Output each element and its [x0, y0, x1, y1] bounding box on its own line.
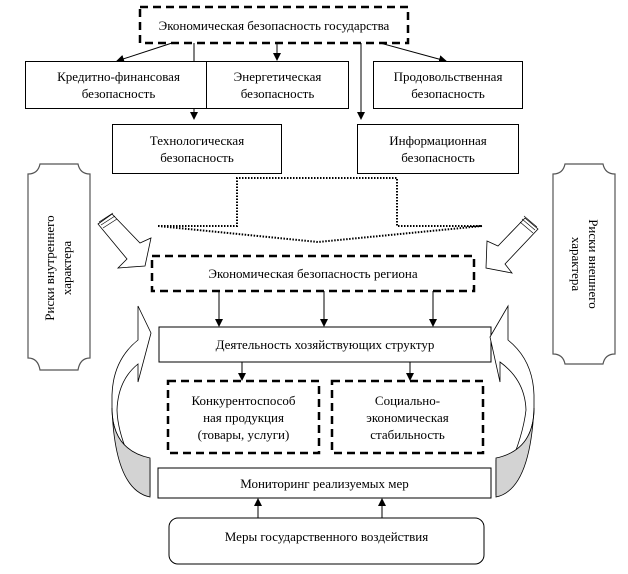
state-security-title: Экономическая безопасность государства — [158, 17, 390, 33]
internal-risks-line1: Риски внутреннего — [42, 215, 57, 321]
energy-security-box: Энергетическая безопасность — [206, 61, 349, 109]
external-risks-line2: характера — [569, 236, 584, 292]
external-risks-line1: Риски внешнего — [586, 219, 601, 309]
energy-label-line1: Энергетическая — [233, 69, 322, 84]
arrow-state-to-food — [379, 42, 447, 64]
information-security-box: Информационная безопасность — [357, 124, 519, 174]
stability-label-line2: экономическая — [366, 409, 449, 425]
product-label-line1: Конкурентоспособ — [191, 392, 296, 408]
external-risks-label: Риски внешнего характера — [566, 172, 602, 356]
internal-risks-line2: характера — [59, 240, 74, 296]
measures-box — [168, 517, 485, 565]
product-label-line2: ная продукция — [203, 409, 284, 425]
external-risks-scroll — [552, 163, 616, 365]
information-label-line1: Информационная — [389, 133, 487, 148]
internal-risks-label: Риски внутреннего характера — [41, 176, 77, 360]
technological-label-line2: безопасность — [160, 150, 234, 165]
product-box — [166, 379, 321, 455]
measures-title: Меры государственного воздействия — [224, 528, 429, 544]
technological-label-line1: Технологическая — [149, 133, 245, 148]
region-security-title: Экономическая безопасность региона — [208, 266, 418, 281]
internal-risks-scroll — [27, 163, 91, 371]
information-label-line2: безопасность — [401, 150, 475, 165]
stability-label-line3: стабильность — [370, 426, 445, 442]
state-security-box — [138, 5, 410, 45]
left-feedback-loop — [111, 305, 152, 498]
right-feedback-loop — [489, 304, 535, 498]
stability-label-line1: Социально- — [374, 392, 441, 408]
monitoring-title: Мониторинг реализуемых мер — [240, 475, 409, 491]
region-security-box — [150, 254, 476, 293]
food-label-line1: Продовольственная — [393, 69, 503, 84]
food-security-box: Продовольственная безопасность — [373, 61, 523, 109]
credit-financial-label-line1: Кредитно-финансовая — [57, 69, 180, 84]
technological-security-box: Технологическая безопасность — [112, 124, 282, 174]
monitoring-box — [157, 467, 492, 499]
activity-title: Деятельность хозяйствующих структур — [215, 337, 435, 352]
credit-financial-security-box: Кредитно-финансовая безопасность — [25, 61, 212, 109]
internal-risk-arrow — [97, 212, 152, 269]
product-label-line3: (товары, услуги) — [197, 426, 290, 442]
dotted-convergence-arrow — [157, 177, 483, 244]
energy-label-line2: безопасность — [240, 86, 315, 101]
stability-label: Социально- экономическая стабильность — [332, 381, 483, 453]
credit-financial-label-line2: безопасность — [81, 86, 156, 101]
external-risk-arrow — [485, 215, 539, 274]
activity-box — [158, 326, 492, 363]
arrow-state-to-credit — [116, 42, 173, 63]
food-label-line2: безопасность — [411, 86, 485, 101]
stability-box — [330, 379, 485, 455]
product-label: Конкурентоспособ ная продукция (товары, … — [168, 381, 319, 453]
